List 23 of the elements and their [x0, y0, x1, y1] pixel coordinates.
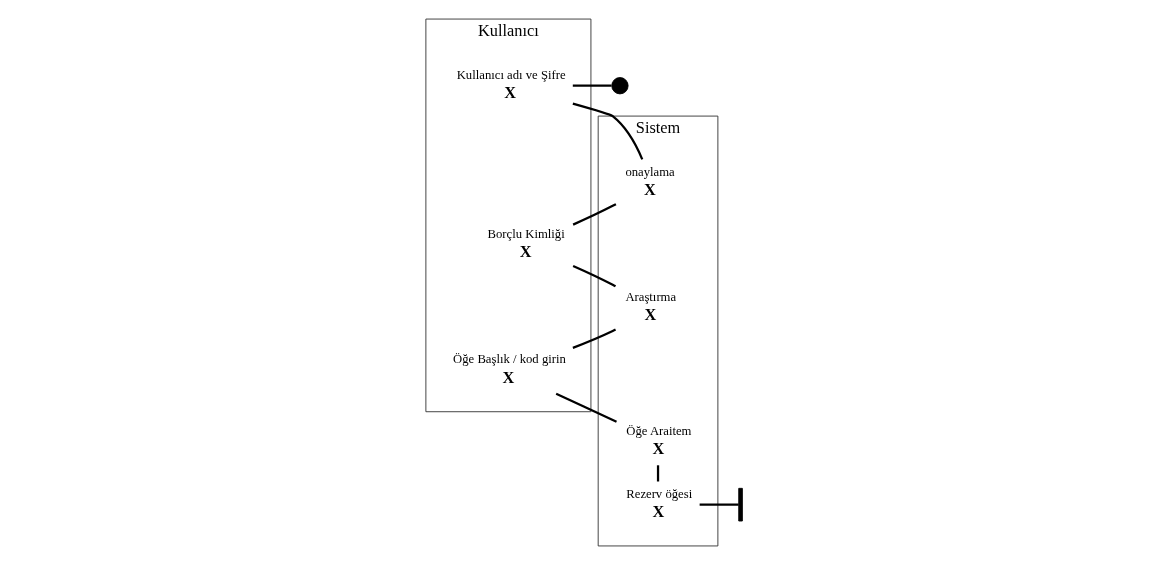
connector	[572, 264, 616, 288]
node-text: X	[643, 179, 656, 199]
node-circle	[610, 77, 629, 95]
node-text: X	[502, 367, 514, 387]
connector	[572, 203, 616, 226]
connector	[555, 392, 617, 423]
node-text: X	[652, 439, 664, 459]
node-text: X	[652, 501, 664, 521]
node-text: X	[643, 305, 656, 325]
node-label: Kullanıcı adı ve Şifre	[456, 67, 566, 82]
node-label: Öğe Başlık / kod girin	[452, 352, 566, 367]
node-label: Rezerv öğesi	[625, 486, 692, 501]
node-label: Öğe Araitem	[625, 424, 691, 439]
connector	[572, 102, 643, 160]
connector	[572, 84, 611, 87]
connector	[571, 328, 616, 349]
node-text: X	[519, 242, 532, 262]
node-label: onaylama	[624, 164, 675, 179]
connector	[699, 503, 739, 506]
node-label: Borçlu Kimliği	[487, 227, 565, 242]
node-bar	[737, 487, 743, 522]
node-text: X	[503, 82, 516, 102]
node-label: Araştırma	[624, 289, 676, 304]
